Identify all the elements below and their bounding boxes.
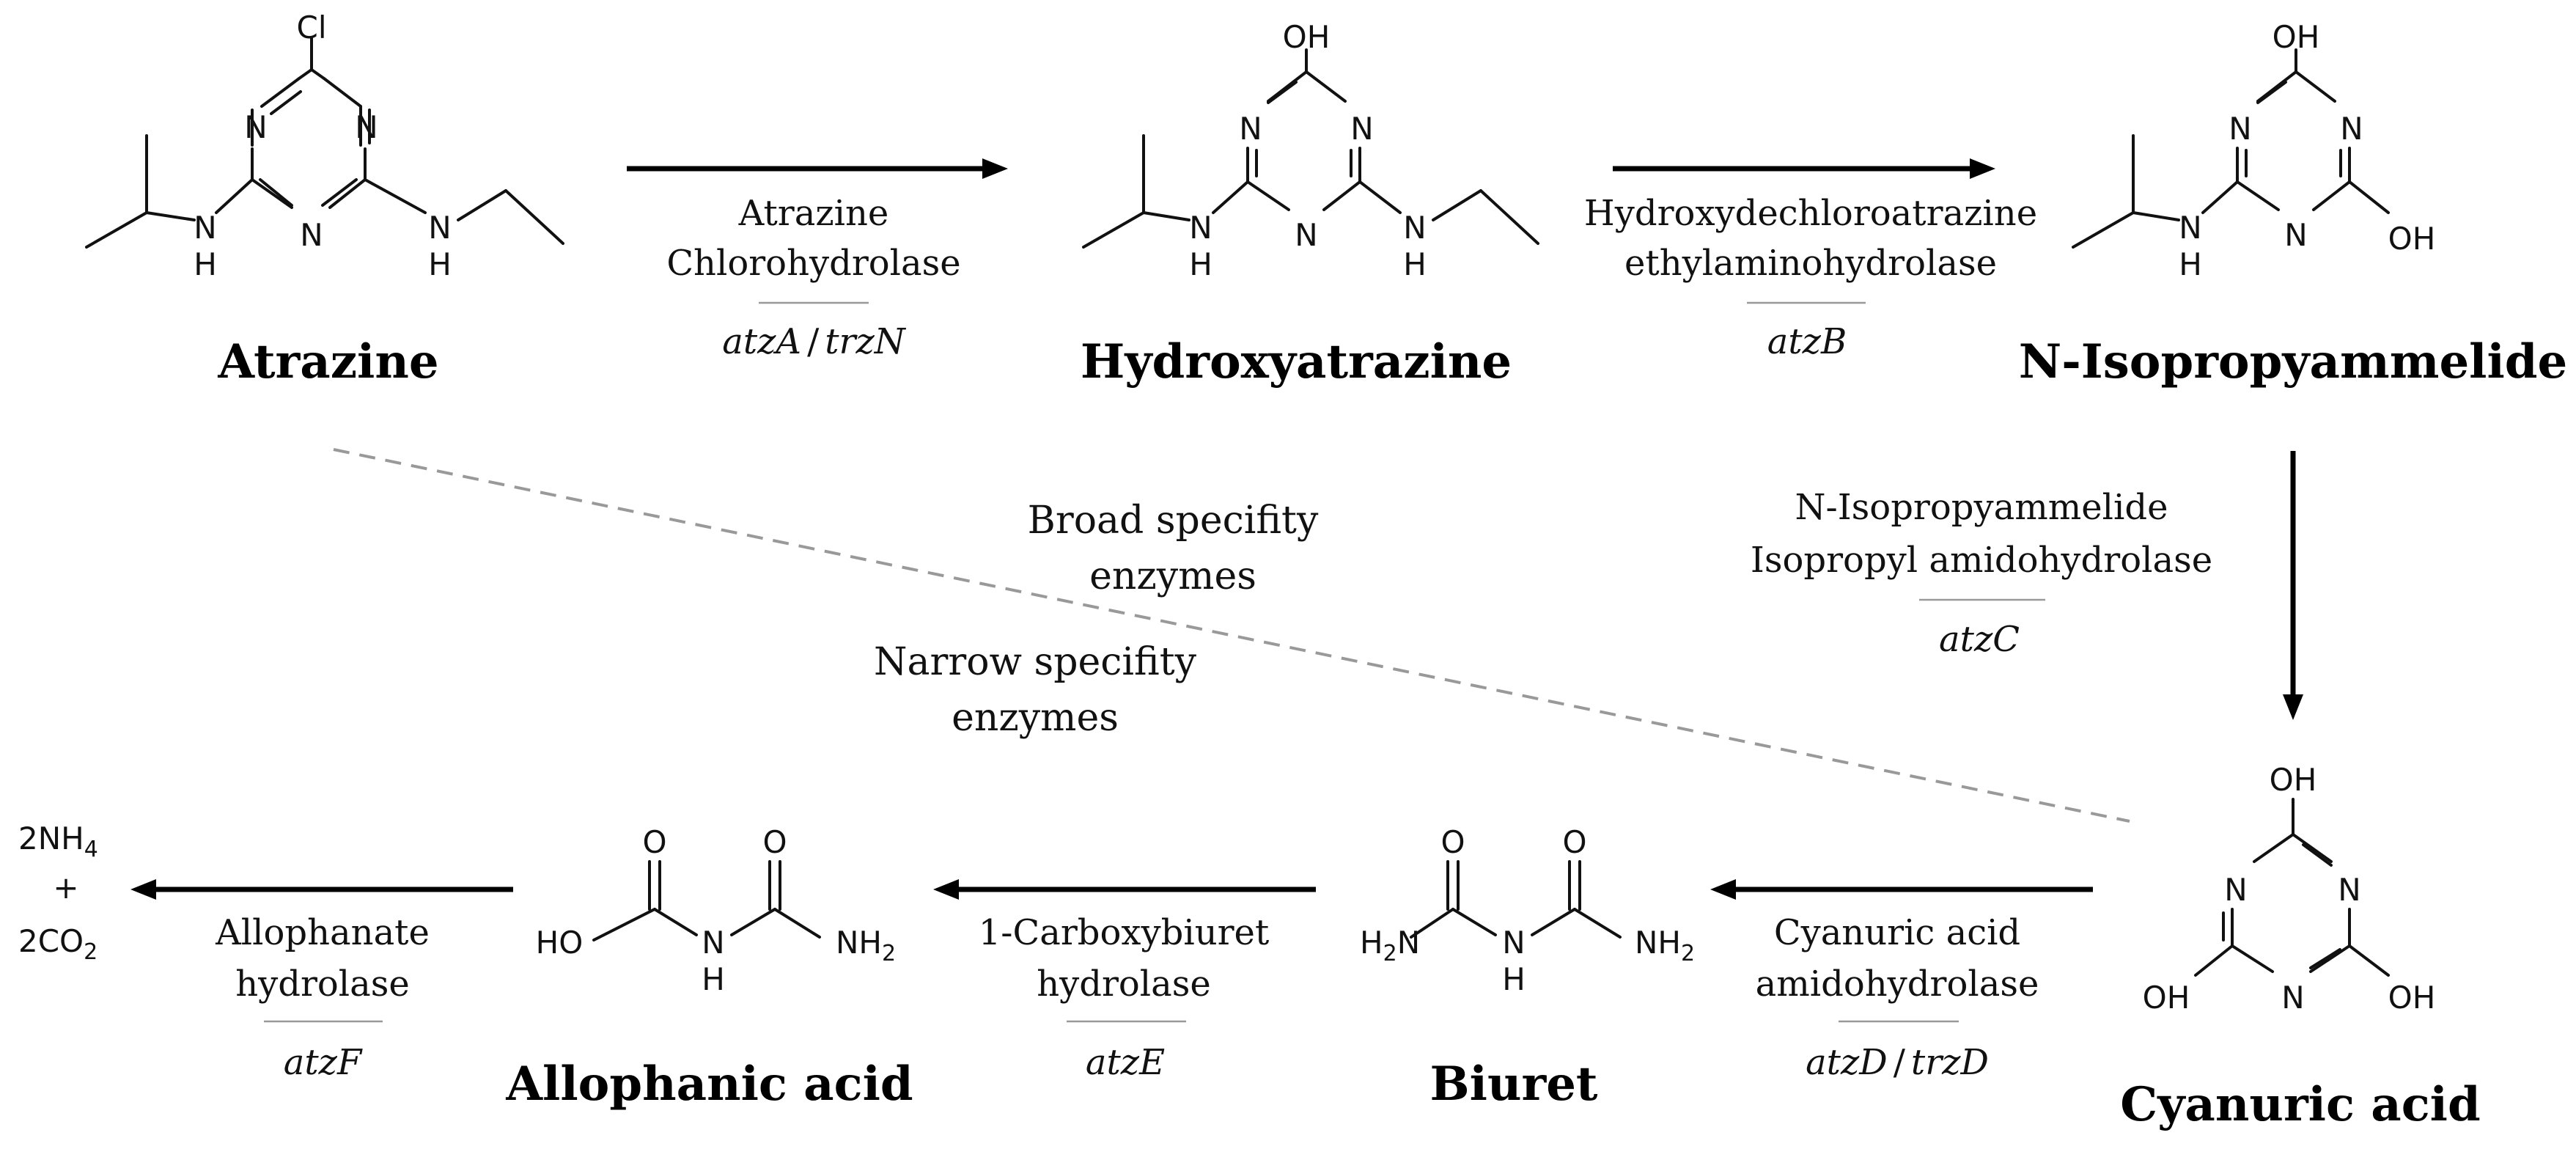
atom-o: O <box>1562 824 1586 860</box>
ho-label: HO <box>536 925 584 961</box>
oh-label: OH <box>2388 980 2436 1016</box>
atom-h: H <box>1189 246 1212 282</box>
atom-n: N <box>1350 111 1373 147</box>
atrazine-cl-label: Cl <box>297 10 327 45</box>
reaction-arrow-4 <box>1710 879 2093 900</box>
region-line2: enzymes <box>1089 554 1256 598</box>
atom-o: O <box>642 824 666 860</box>
atom-n: N <box>2179 210 2201 246</box>
gene-label: atzF <box>284 1042 363 1083</box>
enzyme-line1: N-Isopropyammelide <box>1795 487 2168 528</box>
atom-o: O <box>762 824 787 860</box>
atom-o: O <box>1440 824 1465 860</box>
enzyme-label-atzf: Allophanate hydrolase atzF <box>215 912 430 1083</box>
region-line1: Narrow specifity <box>874 640 1197 684</box>
region-line2: enzymes <box>952 696 1119 740</box>
atom-n: N <box>300 217 323 253</box>
enzyme-label-atza: Atrazine Chlorohydrolase atzA/trzN <box>666 193 960 362</box>
gene-label: atzC <box>1939 619 2020 660</box>
h2n-label: H2N <box>1360 925 1420 966</box>
reaction-arrow-5 <box>933 879 1316 900</box>
gene-label: atzB <box>1767 321 1847 362</box>
enzyme-line2: hydrolase <box>235 963 410 1005</box>
oh-label: OH <box>2273 19 2320 55</box>
gene-label: atzA/trzN <box>722 321 907 362</box>
reaction-arrow-2 <box>1613 158 1995 179</box>
oh-label: OH <box>2388 221 2436 257</box>
enzyme-line1: 1-Carboxybiuret <box>979 912 1270 953</box>
atom-h: H <box>1502 961 1526 997</box>
atom-n: N <box>428 210 451 246</box>
atrazine-structure: Cl N N N N H N H <box>85 10 564 282</box>
product-co2: 2CO2 <box>18 923 97 965</box>
enzyme-line1: Allophanate <box>215 912 430 953</box>
atom-n: N <box>1189 210 1212 246</box>
reaction-arrow-3 <box>2283 451 2303 720</box>
atom-n: N <box>2229 111 2251 147</box>
allophanic-acid-structure: O O HO N H NH2 <box>536 824 896 997</box>
region-label-broad: Broad specifity enzymes <box>1028 499 1319 598</box>
enzyme-label-atzc: N-Isopropyammelide Isopropyl amidohydrol… <box>1751 487 2212 660</box>
enzyme-line1: Hydroxydechloroatrazine <box>1584 193 2037 234</box>
atom-h: H <box>194 246 217 282</box>
enzyme-line2: ethylaminohydrolase <box>1624 243 1997 284</box>
atom-h: H <box>1403 246 1427 282</box>
cyanuric-acid-structure: OH N N N OH OH <box>2143 762 2436 1016</box>
enzyme-line2: hydrolase <box>1037 963 1211 1005</box>
atom-n: N <box>1403 210 1426 246</box>
nh2-label: NH2 <box>1635 925 1695 966</box>
enzyme-line1: Cyanuric acid <box>1774 912 2020 953</box>
atom-h: H <box>702 961 725 997</box>
enzyme-line2: Isopropyl amidohydrolase <box>1751 540 2212 581</box>
hydroxyatrazine-oh-label: OH <box>1283 19 1331 55</box>
enzyme-label-atzb: Hydroxydechloroatrazine ethylaminohydrol… <box>1584 193 2037 362</box>
atom-n: N <box>1239 111 1262 147</box>
enzyme-label-atzd: Cyanuric acid amidohydrolase atzD/trzD <box>1756 912 2039 1083</box>
atom-n: N <box>1502 925 1525 961</box>
ho-label: OH <box>2143 980 2190 1016</box>
enzyme-line1: Atrazine <box>738 193 889 234</box>
gene-label: atzD/trzD <box>1806 1042 1989 1083</box>
atom-n: N <box>2281 980 2304 1016</box>
atom-n: N <box>2340 111 2363 147</box>
nh2-label: NH2 <box>836 925 896 966</box>
compound-name-allophanic-acid: Allophanic acid <box>505 1057 913 1112</box>
product-nh4: 2NH4 <box>18 821 98 862</box>
compound-name-biuret: Biuret <box>1430 1057 1598 1112</box>
compound-name-isopropylammelide: N-Isopropyammelide <box>2019 334 2568 389</box>
atom-n: N <box>2338 872 2360 908</box>
enzyme-label-atze: 1-Carboxybiuret hydrolase atzE <box>979 912 1270 1083</box>
specificity-divider-line <box>333 448 2130 823</box>
enzyme-line2: Chlorohydrolase <box>666 243 960 284</box>
atom-n: N <box>2284 217 2307 253</box>
atom-n: N <box>244 109 267 145</box>
atom-n: N <box>1295 217 1317 253</box>
region-label-narrow: Narrow specifity enzymes <box>874 640 1197 740</box>
atom-h: H <box>428 246 452 282</box>
isopropylammelide-structure: OH N N N N H OH <box>2072 19 2436 282</box>
biuret-structure: O O H2N N H NH2 <box>1360 824 1695 997</box>
reaction-arrow-1 <box>627 158 1008 179</box>
atom-n: N <box>2224 872 2247 908</box>
atom-n: N <box>702 925 724 961</box>
enzyme-line2: amidohydrolase <box>1756 963 2039 1005</box>
compound-name-cyanuric-acid: Cyanuric acid <box>2120 1077 2480 1132</box>
region-line1: Broad specifity <box>1028 499 1319 543</box>
atom-h: H <box>2179 246 2202 282</box>
gene-label: atzE <box>1086 1042 1165 1083</box>
final-products: 2NH4 + 2CO2 <box>18 821 98 965</box>
product-plus: + <box>53 870 78 906</box>
atom-n: N <box>355 109 378 145</box>
compound-name-hydroxyatrazine: Hydroxyatrazine <box>1081 334 1512 389</box>
atom-n: N <box>194 210 216 246</box>
reaction-arrow-6 <box>130 879 513 900</box>
oh-label: OH <box>2270 762 2317 798</box>
compound-name-atrazine: Atrazine <box>217 334 438 389</box>
hydroxyatrazine-structure: OH N N N N H N H <box>1082 19 1539 282</box>
